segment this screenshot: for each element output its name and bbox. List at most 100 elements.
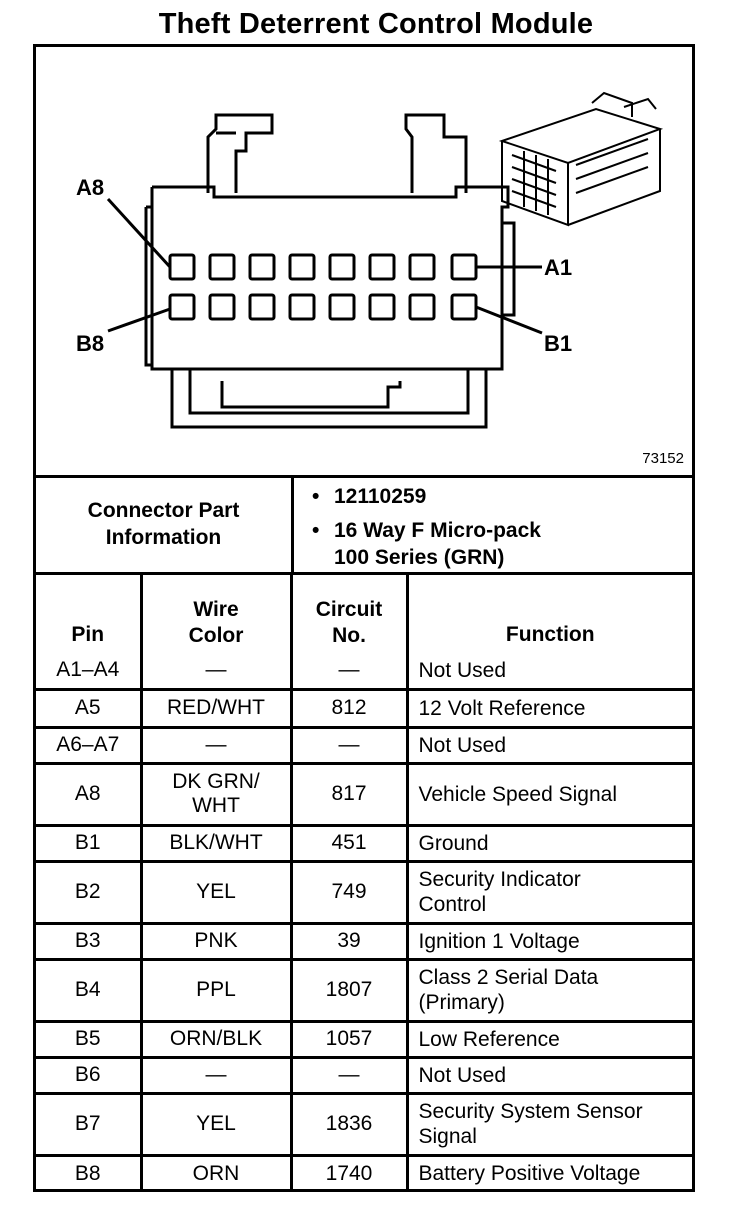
circuit-cell: 1807 <box>289 957 409 1023</box>
circuit-cell: — <box>289 653 409 691</box>
circuit-cell-text: — <box>338 658 360 682</box>
wire-color-cell-text: — <box>205 658 227 682</box>
circuit-cell-text: — <box>338 1063 360 1086</box>
function-cell-text: Not Used <box>418 1063 507 1087</box>
wire-color-cell-text: BLK/WHT <box>169 831 263 854</box>
col-header-function: Function <box>405 572 692 653</box>
wire-color-cell: ORN/BLK <box>139 1019 293 1059</box>
info-label-line2: Information <box>105 525 222 549</box>
function-cell-text: Vehicle Speed Signal <box>418 782 618 806</box>
wire-color-cell-text: — <box>205 733 227 756</box>
wire-color-cell-text: ORN <box>192 1161 240 1185</box>
function-cell-text: Security System Sensor <box>418 1100 643 1123</box>
part-number-item: • 12110259 <box>312 485 426 509</box>
pin-cell: B1 <box>36 823 143 863</box>
table-row: B5 ORN/BLK 1057 Low Reference <box>36 1019 692 1059</box>
function-cell: Vehicle Speed Signal <box>405 761 692 827</box>
pin-cell-text: B7 <box>74 1112 101 1135</box>
function-cell-text: Class 2 Serial Data <box>418 966 599 989</box>
wire-color-cell-text: — <box>205 1063 227 1086</box>
table-row: B3 PNK 39 Ignition 1 Voltage <box>36 921 692 961</box>
function-cell: Not Used <box>405 653 692 691</box>
wire-color-cell: — <box>139 653 293 691</box>
wire-color-cell-text: WHT <box>192 794 240 817</box>
pin-cell: A6–A7 <box>36 725 143 765</box>
function-cell-text: Ignition 1 Voltage <box>418 929 580 953</box>
col-header-wire-color: Wire Color <box>139 572 293 653</box>
pin-cell: B5 <box>36 1019 143 1059</box>
function-cell-text: Not Used <box>418 733 507 757</box>
circuit-cell: 1836 <box>289 1091 409 1157</box>
wire-color-cell: — <box>139 725 293 765</box>
function-cell-text: Ground <box>418 831 489 855</box>
wire-color-cell-text: RED/WHT <box>167 696 265 719</box>
function-cell-text: Not Used <box>418 658 507 682</box>
wire-color-cell: — <box>139 1055 293 1095</box>
circuit-cell-text: 1807 <box>325 978 373 1001</box>
function-cell-text: Signal <box>418 1125 477 1148</box>
circuit-cell-text: 1836 <box>325 1112 373 1135</box>
pin-cell-text: B1 <box>74 831 101 854</box>
bullet-icon: • <box>312 519 320 542</box>
wire-color-cell: ORN <box>139 1153 293 1191</box>
wire-color-cell-text: YEL <box>196 880 236 903</box>
pin-cell-text: B8 <box>74 1161 101 1185</box>
circuit-cell: 817 <box>289 761 409 827</box>
pin-cell-text: B3 <box>74 929 101 952</box>
wire-color-cell: RED/WHT <box>139 687 293 729</box>
function-cell-text: Low Reference <box>418 1027 560 1051</box>
pin-label-b1: B1 <box>544 331 573 356</box>
info-label-line1: Connector Part <box>87 498 240 522</box>
connector-part-info-label: Connector Part Information <box>36 475 294 572</box>
pin-cell: B6 <box>36 1055 143 1095</box>
function-cell-text: Control <box>418 893 487 916</box>
wire-color-cell-text: DK GRN/ <box>172 770 260 793</box>
connector-part-info: Connector Part Information • 12110259 • … <box>36 475 692 575</box>
function-cell: Ignition 1 Voltage <box>405 921 692 961</box>
function-cell-text: (Primary) <box>418 991 505 1014</box>
pin-cell: B4 <box>36 957 143 1023</box>
bullet-icon: • <box>312 485 320 508</box>
circuit-cell: 812 <box>289 687 409 729</box>
circuit-cell: 39 <box>289 921 409 961</box>
wire-color-cell: PPL <box>139 957 293 1023</box>
circuit-cell-text: 749 <box>331 880 367 903</box>
circuit-cell-text: 812 <box>331 696 367 719</box>
wire-color-cell-text: ORN/BLK <box>169 1027 263 1050</box>
circuit-cell-text: 39 <box>337 929 361 952</box>
circuit-cell: — <box>289 1055 409 1095</box>
pin-cell: B3 <box>36 921 143 961</box>
circuit-cell-text: — <box>338 733 360 756</box>
circuit-cell-text: 1057 <box>325 1027 373 1050</box>
pin-cell: A1–A4 <box>36 653 143 691</box>
table-row: B6 — — Not Used <box>36 1055 692 1095</box>
pin-cell-text: A8 <box>74 782 101 805</box>
pin-table: Pin Wire Color Circuit No. Function A1–A… <box>36 572 692 1191</box>
figure-id: 73152 <box>642 450 684 467</box>
table-header-row: Pin Wire Color Circuit No. Function <box>36 572 692 653</box>
function-cell: Not Used <box>405 725 692 765</box>
connector-type-line2: 100 Series (GRN) <box>334 546 505 569</box>
pin-cell-text: A1–A4 <box>56 658 120 682</box>
function-cell: Class 2 Serial Data(Primary) <box>405 957 692 1023</box>
function-cell: Ground <box>405 823 692 863</box>
pin-label-b8: B8 <box>76 331 105 356</box>
function-cell: Low Reference <box>405 1019 692 1059</box>
circuit-header-line1: Circuit <box>315 598 383 621</box>
circuit-header-line2: No. <box>332 624 366 647</box>
col-header-pin: Pin <box>36 572 143 653</box>
pin-cell-text: B5 <box>74 1027 101 1050</box>
wire-color-cell: BLK/WHT <box>139 823 293 863</box>
connector-face-drawing <box>106 91 664 429</box>
pin-cell-text: A5 <box>74 696 101 719</box>
connector-type-item: • 16 Way F Micro-pack 100 Series (GRN) <box>312 517 541 571</box>
wire-header-line2: Color <box>188 624 244 647</box>
circuit-cell-text: 451 <box>331 831 367 854</box>
wire-color-cell: PNK <box>139 921 293 961</box>
circuit-cell: 451 <box>289 823 409 863</box>
pin-cell: B7 <box>36 1091 143 1157</box>
